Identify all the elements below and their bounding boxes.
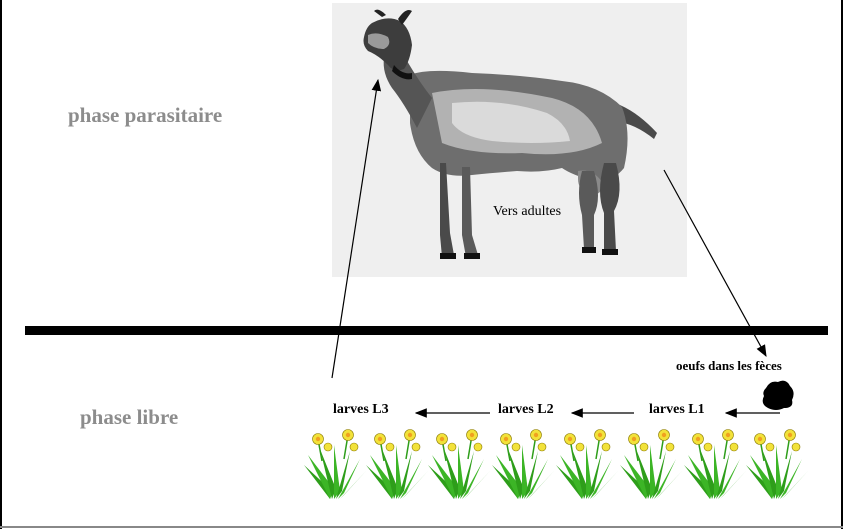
daffodil-plants bbox=[300, 425, 810, 500]
larvae-l3-label: larves L3 bbox=[333, 402, 389, 418]
larvae-l1-label: larves L1 bbox=[649, 402, 705, 418]
arrow-l3-to-goat bbox=[332, 80, 378, 378]
daffodil-icon bbox=[366, 430, 428, 500]
daffodil-icon bbox=[304, 430, 366, 500]
daffodil-icon bbox=[620, 430, 682, 500]
larvae-l2-label: larves L2 bbox=[498, 402, 554, 418]
arrow-goat-to-feces bbox=[664, 170, 766, 356]
daffodil-icon bbox=[684, 430, 746, 500]
feces-icon bbox=[760, 378, 796, 412]
daffodil-icon bbox=[492, 430, 554, 500]
adult-worms-label: Vers adultes bbox=[493, 204, 561, 220]
daffodil-icon bbox=[746, 430, 808, 500]
eggs-in-feces-label: oeufs dans les fèces bbox=[676, 358, 782, 374]
daffodil-icon bbox=[556, 430, 618, 500]
daffodil-icon bbox=[428, 430, 490, 500]
